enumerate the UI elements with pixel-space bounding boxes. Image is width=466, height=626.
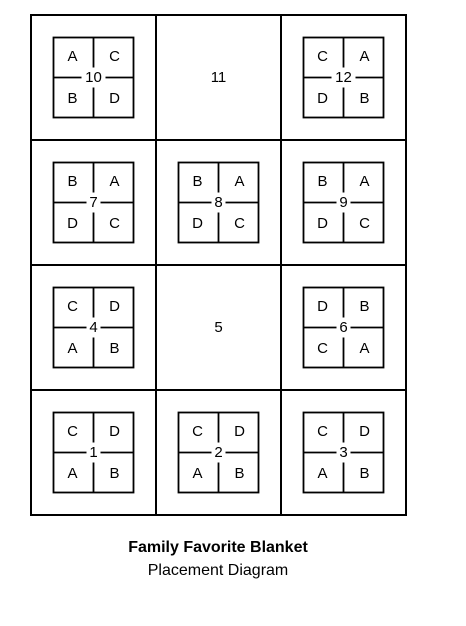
block-9: 9B A D C [302,161,385,244]
block-11: 11 [211,69,227,86]
quadrant-letter: D [317,298,328,315]
block-3: 3C D A B [302,411,385,494]
quadrant-letter: C [109,215,120,232]
quadrant-letter: C [317,423,328,440]
quadrant-letter: A [359,48,369,65]
quadrant-letter: D [317,215,328,232]
quadrant-letter: D [234,423,245,440]
quadrant-letter: C [109,48,120,65]
diagram-title: Family Favorite Blanket [128,539,308,556]
block-number: 12 [335,69,352,86]
quadrant-letter: C [234,215,245,232]
quadrant-letter: B [359,90,369,107]
block-number: 1 [89,444,97,461]
quadrant-letter: A [317,465,327,482]
quadrant-letter: A [109,173,119,190]
quadrant-letter: B [67,90,77,107]
quadrant-letter: B [317,173,327,190]
block-7: 7B A D C [52,161,135,244]
quadrant-letter: C [359,215,370,232]
quadrant-letter: D [109,423,120,440]
quadrant-letter: A [359,173,369,190]
block-6: 6D B C A [302,286,385,369]
block-1: 1C D A B [52,411,135,494]
quadrant-letter: A [67,340,77,357]
quadrant-letter: D [317,90,328,107]
block-number: 6 [339,319,347,336]
block-number: 10 [85,69,102,86]
quadrant-letter: C [317,340,328,357]
quadrant-letter: C [317,48,328,65]
block-2: 2C D A B [177,411,260,494]
block-number: 4 [89,319,97,336]
diagram-subtitle: Placement Diagram [147,562,289,579]
quadrant-letter: B [359,465,369,482]
quadrant-letter: B [109,340,119,357]
quadrant-letter: A [359,340,369,357]
block-8: 8B A D C [177,161,260,244]
block-4: 4C D A B [52,286,135,369]
quadrant-letter: C [67,298,78,315]
block-number: 7 [89,194,97,211]
quadrant-letter: C [192,423,203,440]
block-number: 2 [214,444,222,461]
quadrant-letter: B [234,465,244,482]
quadrant-letter: A [192,465,202,482]
quadrant-letter: D [109,90,120,107]
quadrant-letter: D [192,215,203,232]
block-10: 10 A C B D [52,36,135,119]
quadrant-letter: A [67,48,77,65]
quadrant-letter: B [109,465,119,482]
quadrant-letter: A [234,173,244,190]
block-number: 8 [214,194,222,211]
block-5: 5 [214,319,222,336]
quadrant-letter: D [109,298,120,315]
quadrant-letter: A [67,465,77,482]
quadrant-letter: B [359,298,369,315]
quadrant-letter: C [67,423,78,440]
block-number: 11 [211,69,227,86]
block-number: 5 [214,319,222,336]
quadrant-letter: B [67,173,77,190]
block-number: 9 [339,194,347,211]
quadrant-letter: B [192,173,202,190]
quadrant-letter: D [359,423,370,440]
block-12: 12 C A D B [302,36,385,119]
quadrant-letter: D [67,215,78,232]
block-number: 3 [339,444,347,461]
